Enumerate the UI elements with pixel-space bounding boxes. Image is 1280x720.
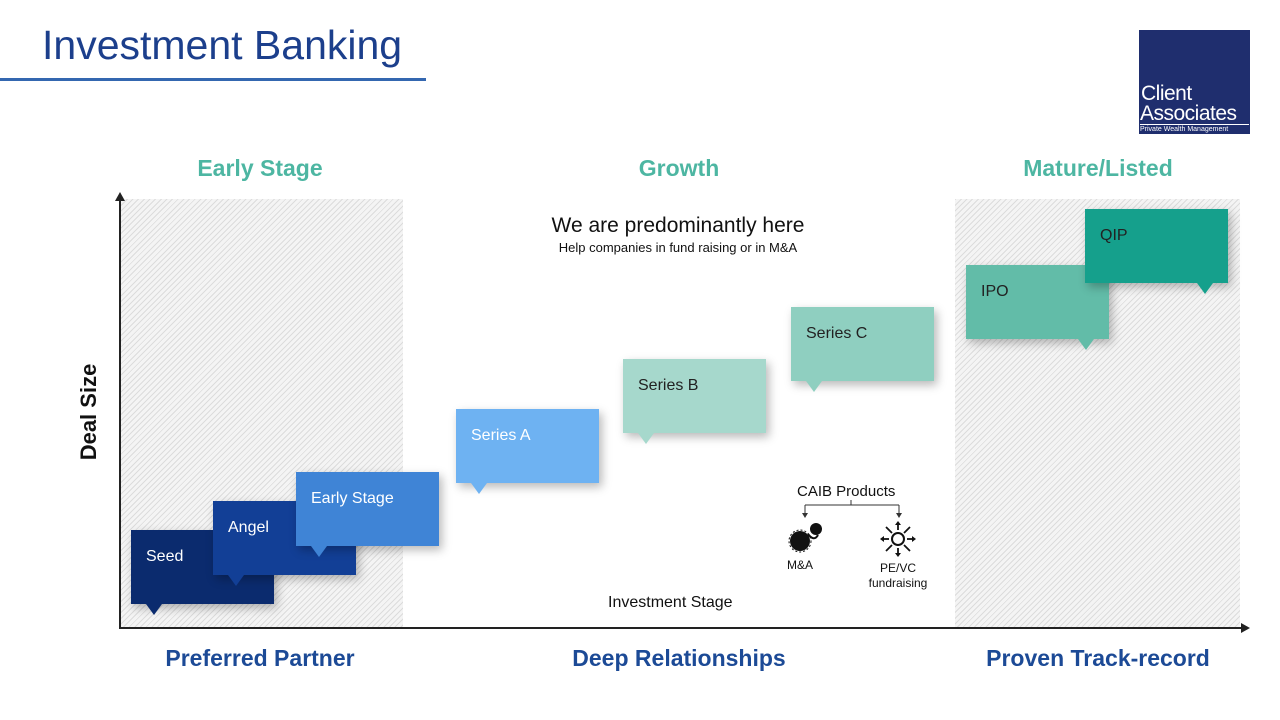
product-label-pevc: PE/VC [879, 561, 916, 575]
merger-icon [788, 523, 822, 553]
round-bubble-qip: QIP [1085, 209, 1228, 294]
logo-tagline: Private Wealth Management [1140, 126, 1229, 133]
y-axis-label: Deal Size [76, 363, 101, 461]
bubble-tail [1078, 339, 1094, 350]
bubble-tail [1197, 283, 1213, 294]
round-label: Seed [146, 548, 184, 565]
round-label: Early Stage [311, 490, 394, 507]
product-label-ma: M&A [786, 558, 813, 572]
round-bubble-series-a: Series A [456, 409, 599, 494]
bubble-tail [638, 433, 654, 444]
x-axis-arrow-icon [1241, 623, 1250, 633]
round-bubble-series-b: Series B [623, 359, 766, 444]
logo-divider [1140, 124, 1249, 125]
y-axis-arrow-icon [115, 192, 125, 201]
stage-heading-early: Early Stage [197, 155, 323, 181]
fundraising-icon [880, 521, 916, 557]
stage-heading-mature: Mature/Listed [1023, 155, 1173, 181]
products-title: CAIB Products [797, 483, 896, 500]
footer-deep-relationships: Deep Relationships [572, 645, 786, 671]
round-bubble-early-stage: Early Stage [296, 472, 439, 557]
focus-note: We are predominantly here [551, 214, 805, 237]
footer-track-record: Proven Track-record [986, 645, 1210, 671]
round-label: Series A [471, 427, 531, 444]
slide-title: Investment Banking [42, 22, 403, 68]
products-connector [802, 500, 902, 518]
logo-line-1: Client [1141, 82, 1192, 105]
round-bubble-series-c: Series C [791, 307, 934, 392]
client-associates-logo: Client Associates Private Wealth Managem… [1139, 30, 1250, 134]
bubble-tail [146, 604, 162, 615]
round-label: Series B [638, 377, 699, 394]
round-label: Series C [806, 325, 868, 342]
x-axis-label: Investment Stage [608, 594, 733, 611]
title-underline [0, 78, 426, 81]
y-axis [119, 200, 121, 629]
round-label: IPO [981, 283, 1009, 300]
bubble-tail [471, 483, 487, 494]
bubble-tail [311, 546, 327, 557]
x-axis [119, 627, 1243, 629]
bubble-tail [228, 575, 244, 586]
stage-heading-growth: Growth [638, 155, 720, 181]
round-label: QIP [1100, 227, 1128, 244]
product-label-fundraising: fundraising [868, 576, 928, 590]
focus-note-sub: Help companies in fund raising or in M&A [558, 240, 798, 255]
bubble-tail [806, 381, 822, 392]
round-label: Angel [228, 519, 269, 536]
footer-preferred-partner: Preferred Partner [165, 645, 355, 671]
logo-line-2: Associates [1140, 102, 1237, 125]
